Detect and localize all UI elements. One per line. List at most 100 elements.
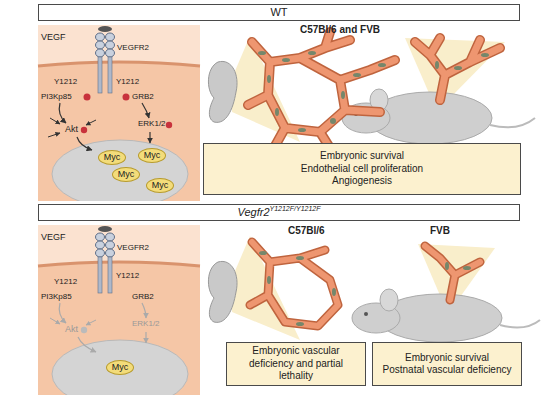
receptor-domain [96,241,105,249]
nucleus [52,140,188,201]
phosphate [123,94,130,101]
signal-arrow [145,332,146,343]
vegf-ligand [98,26,112,32]
signal-arrow [59,103,66,123]
signal-arrow [142,303,146,318]
protein-label: ERK1/2 [132,320,160,328]
cell-nucleus [454,66,462,70]
strain-label: C57Bl/6 and FVB [300,25,380,35]
strain-label: FVB [430,226,450,236]
outcome-box: Embryonic vascular deficiency and partia… [226,342,366,386]
outcome-box: Embryonic survivalEndothelial cell proli… [203,143,521,195]
gene-label: Myc [118,170,135,179]
outcome-text: Embryonic vascular deficiency and partia… [231,345,361,383]
myc-oval: Myc [98,150,126,165]
cell-nucleus [275,108,279,116]
myc-oval: Myc [106,360,134,375]
protein-label: Y1212 [116,78,139,86]
cell-nucleus [353,73,361,77]
protein-label: Akt [65,325,78,334]
signal-arrow [77,137,92,150]
endothelial-nuclei [259,251,471,326]
receptor-tail [98,257,102,293]
cell-nucleus [298,128,306,132]
protein-label: ERK1/2 [138,120,166,128]
receptor-domain [106,41,115,49]
header-text: WT [270,7,287,18]
cell-nucleus [258,51,266,55]
mouse-tail [500,320,540,328]
receptor-tail [98,57,102,93]
signal-arrow [149,132,150,143]
cell-nucleus [267,276,271,284]
myc-oval: Myc [146,178,174,193]
protein-label: VEGF [41,33,66,42]
mouse-eye [364,312,368,316]
receptor-domain [96,249,105,257]
protein-label: VEGFR2 [117,244,149,252]
cell-nucleus [445,262,449,270]
embryo [208,61,237,122]
vessel-outline [248,32,500,148]
wt-cell [38,25,200,208]
outcome-text: Endothelial cell proliferation [301,163,423,176]
outcome-text: Postnatal vascular deficiency [383,364,512,377]
vegf-ligand [98,226,112,232]
vessel-network [248,32,500,148]
signal-arrow [78,337,96,352]
protein-label: Y1212 [54,278,77,286]
membrane [38,62,200,66]
embryo [208,261,237,322]
cell-nucleus [332,288,336,296]
outcome-text: Angiogenesis [332,175,392,188]
protein-label: Akt [65,125,78,134]
signal-arrow [86,320,96,325]
protein-label: GRB2 [132,293,154,301]
signal-arrow [142,103,149,118]
protein-label: PI3Kp85 [41,93,72,101]
signal-arrow [48,133,60,137]
receptor-domain [106,49,115,57]
cell-nucleus [481,53,489,57]
header-band: Vegfr2Y1212F/Y1212F [38,204,520,221]
cell-nucleus [282,58,290,62]
outcome-text: Embryonic survival [405,352,489,365]
membrane [38,262,200,266]
receptor-domain [96,49,105,57]
cell-nucleus [296,322,304,326]
signal-arrow [86,120,96,125]
phosphate [81,327,87,333]
receptor-domain [106,249,115,257]
protein-label: VEGF [41,233,66,242]
header-band: WT [38,4,520,21]
signal-arrow [50,318,60,324]
receptor-tail [108,257,112,293]
gene-label: Myc [104,153,121,162]
protein-label: GRB2 [132,93,154,101]
cell-nucleus [308,51,316,55]
vessel-outline [250,242,480,326]
cell-nucleus [296,256,304,260]
receptor-domain [106,233,115,241]
mouse-tail [490,118,535,127]
receptor-domain [106,241,115,249]
receptor-domain [106,33,115,41]
nucleus [52,340,188,395]
mutant-cell [38,225,200,400]
cell-nucleus [267,75,271,83]
cell-nucleus [259,251,267,255]
outcome-text: Embryonic survival [320,150,404,163]
vessel-network [250,242,480,326]
cell-nucleus [330,118,336,124]
cell-nucleus [378,63,386,67]
cell-nucleus [341,91,345,99]
gene-label: Myc [112,363,129,372]
receptor-tail [108,57,112,93]
outcome-box: Embryonic survivalPostnatal vascular def… [372,342,522,386]
gene-label: Myc [152,181,169,190]
myc-oval: Myc [112,167,140,182]
receptor-domain [96,41,105,49]
signal-arrow [50,118,60,124]
